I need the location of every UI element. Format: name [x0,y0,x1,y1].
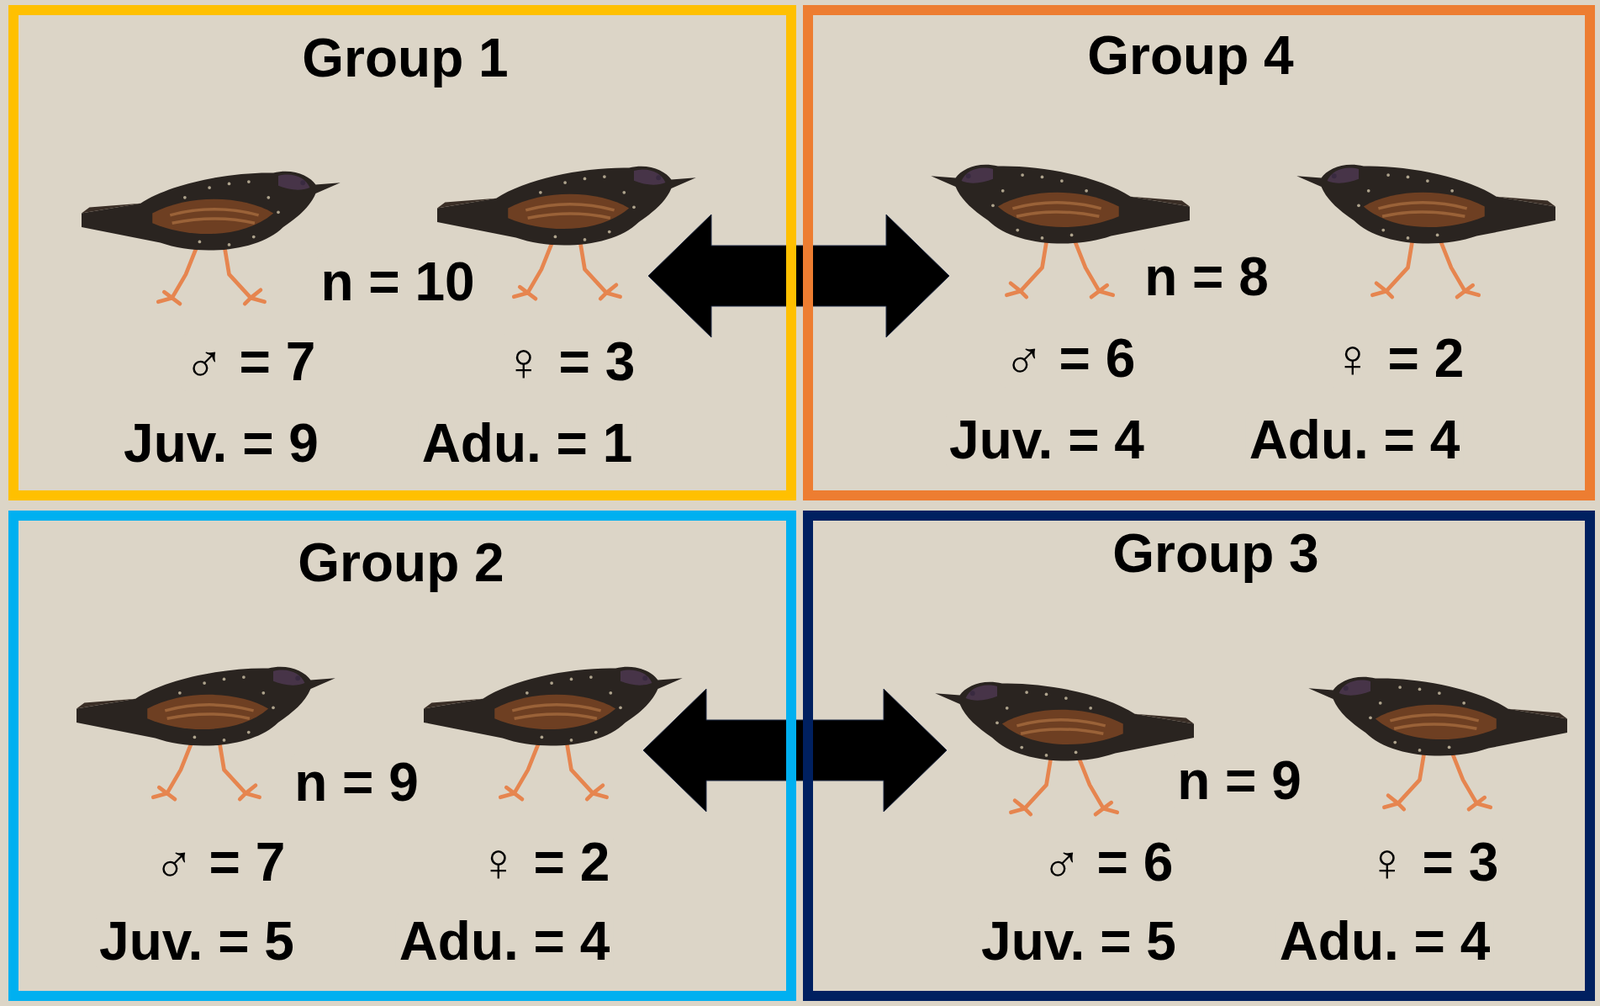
group-count: n = 8 [1140,248,1273,306]
group-title: Group 1 [298,30,512,87]
group-title: Group 2 [294,534,507,592]
starling-illustration [423,666,683,799]
group-count: ♂ = 7 [180,333,320,391]
group-title: Group 3 [1108,525,1322,582]
group-title: Group 4 [1083,27,1297,85]
group-count: ♂ = 7 [150,834,290,891]
double-arrow [648,214,950,338]
starling-illustration [81,171,341,304]
group-count: ♀ = 3 [500,333,639,391]
group-box: Group 2 n = 9♂ = 7 ♀ = 2 Juv. = 5 Adu. = 4 [8,510,797,1001]
group-count: Juv. = 9 [120,415,323,472]
group-count: ♀ = 3 [1363,834,1503,891]
group-count: Adu. = 1 [418,415,637,472]
group-count: ♀ = 2 [1329,330,1468,387]
group-count: Adu. = 4 [1276,913,1495,970]
starling-illustration [934,681,1194,814]
group-count: ♂ = 6 [1000,330,1140,387]
group-count: Adu. = 4 [1246,411,1464,469]
group-count: Juv. = 4 [945,411,1148,469]
group-count: Juv. = 5 [977,913,1180,970]
group-count: ♀ = 2 [475,834,614,891]
group-count: n = 9 [290,754,423,811]
group-box: Group 1 n = 10 ♂ = 7 ♀ = 3 Juv. = 9 Adu. = 1 [8,5,797,501]
group-count: Juv. = 5 [95,913,298,970]
group-box: Group 4 n = 8♂ = 6 ♀ = 2 Juv. = 4 Adu. = 4 [802,5,1595,501]
group-count: ♂ = 6 [1038,834,1178,891]
group-box: Group 3 n = 9 ♂ = 6 ♀ = 3 Juv. = 5 Adu. = 4 [802,510,1595,1001]
group-count: n = 9 [1173,752,1305,809]
starling-illustration [1296,164,1556,297]
starling-illustration [1308,676,1568,809]
group-count: n = 10 [316,253,478,311]
group-count: Adu. = 4 [396,913,614,970]
